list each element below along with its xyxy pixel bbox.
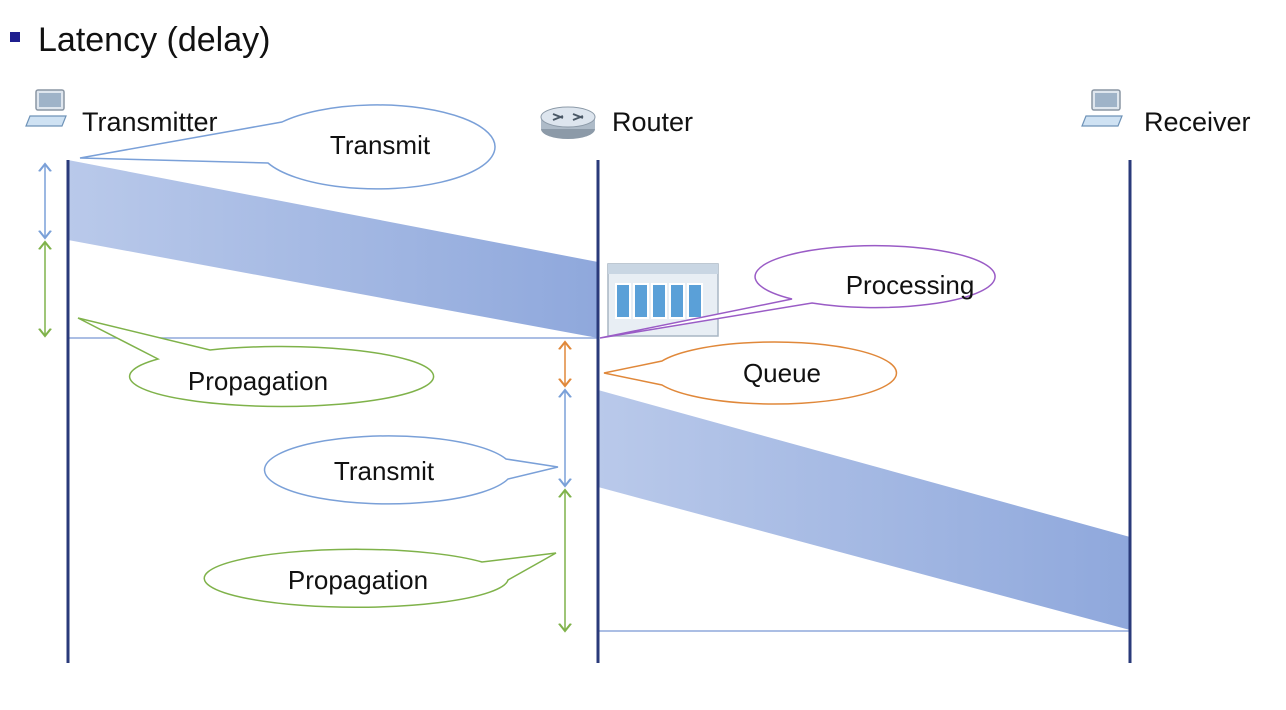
- callout-queue: Queue: [603, 341, 898, 405]
- callout-transmit-2-text: Transmit: [334, 456, 435, 486]
- router-processing-icon: [607, 263, 719, 337]
- callout-propagation-2: Propagation: [203, 548, 557, 609]
- callout-processing-text: Processing: [846, 270, 975, 300]
- callout-processing: Processing: [599, 244, 996, 339]
- callout-propagation-2-text: Propagation: [288, 565, 428, 595]
- transmitter-laptop-icon: [25, 89, 67, 127]
- router-label: Router: [612, 107, 693, 137]
- title-bullet: [10, 32, 20, 42]
- callout-propagation-1: Propagation: [77, 317, 435, 408]
- router-icon: [540, 106, 596, 139]
- callout-transmit-1: Transmit: [79, 104, 496, 190]
- receiver-label: Receiver: [1144, 107, 1251, 137]
- packet-band-second-hop: [598, 390, 1130, 630]
- callout-transmit-1-text: Transmit: [330, 130, 431, 160]
- callout-propagation-1-text: Propagation: [188, 366, 328, 396]
- transmitter-label: Transmitter: [82, 107, 218, 137]
- callout-transmit-2: Transmit: [263, 435, 559, 505]
- page-title: Latency (delay): [38, 21, 270, 59]
- packet-band-first-hop: [68, 160, 598, 338]
- callout-queue-text: Queue: [743, 358, 821, 388]
- receiver-laptop-icon: [1081, 89, 1123, 127]
